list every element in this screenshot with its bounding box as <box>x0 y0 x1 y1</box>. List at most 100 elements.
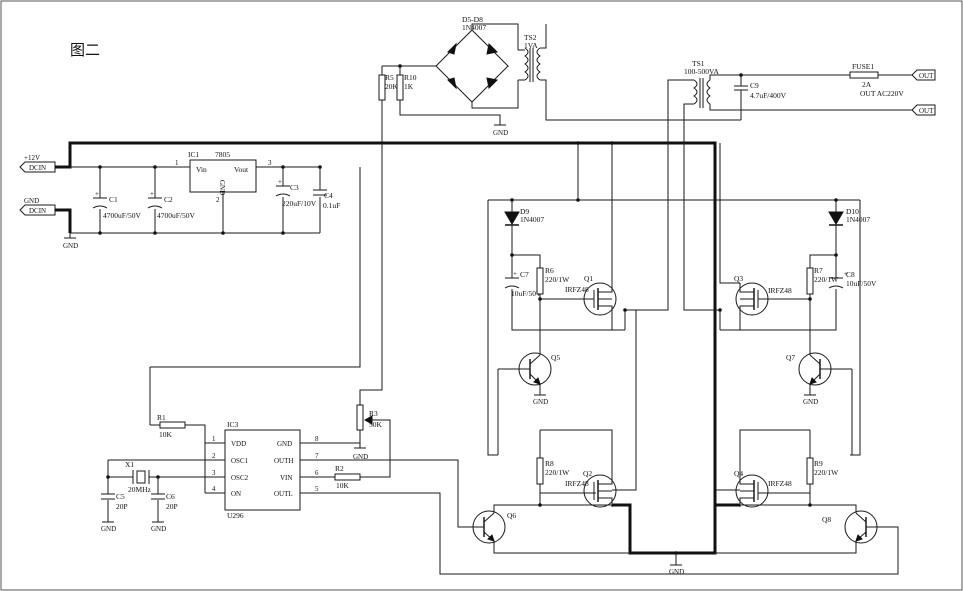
mosfet-q4: Q4 IRFZ48 <box>734 469 792 508</box>
svg-text:C5: C5 <box>116 492 125 501</box>
svg-text:C6: C6 <box>166 492 175 501</box>
svg-text:7805: 7805 <box>215 150 230 159</box>
svg-text:IRFZ48: IRFZ48 <box>768 479 792 488</box>
diode-d9: D9 1N4007 <box>504 207 544 226</box>
svg-text:C4: C4 <box>324 191 333 200</box>
svg-text:R5: R5 <box>385 73 394 82</box>
svg-text:X1: X1 <box>125 460 134 469</box>
svg-text:U296: U296 <box>227 511 244 520</box>
svg-text:20P: 20P <box>166 502 178 511</box>
gnd-symbol-c6 <box>151 516 165 523</box>
capacitor-c4: C4 0.1uF <box>313 189 340 210</box>
svg-text:7: 7 <box>315 452 319 460</box>
svg-text:+: + <box>844 270 848 278</box>
resistor-r10: R10 1K <box>396 73 417 101</box>
svg-text:20P: 20P <box>116 502 128 511</box>
svg-text:OSC2: OSC2 <box>231 474 249 482</box>
junction-dots <box>98 64 838 555</box>
svg-text:3: 3 <box>212 469 216 477</box>
svg-text:Q2: Q2 <box>583 469 592 478</box>
svg-text:Q1: Q1 <box>584 274 593 283</box>
gnd-symbol-r3 <box>353 442 367 449</box>
svg-text:1N4007: 1N4007 <box>520 215 544 224</box>
svg-text:GND: GND <box>533 398 548 406</box>
svg-text:R8: R8 <box>545 459 554 468</box>
svg-text:R2: R2 <box>335 464 344 473</box>
svg-text:R3: R3 <box>369 409 378 418</box>
svg-text:100-500VA: 100-500VA <box>684 67 719 76</box>
svg-text:10uF/50V: 10uF/50V <box>511 289 542 298</box>
port-out-1: OUT <box>911 69 936 81</box>
port-dcin-positive: +12V DCIN <box>19 154 56 173</box>
svg-text:20MHz: 20MHz <box>128 485 152 494</box>
svg-text:OSC1: OSC1 <box>231 457 249 465</box>
capacitor-c6: C6 20P <box>151 492 178 511</box>
port-out-2: OUT <box>911 104 936 116</box>
svg-text:10K: 10K <box>159 430 173 439</box>
svg-text:OUTL: OUTL <box>274 490 293 498</box>
svg-text:TS2: TS2 <box>524 33 537 42</box>
potentiometer-r3: R3 50K <box>356 404 383 431</box>
output-label: OUT AC220V <box>860 89 904 98</box>
svg-text:DCIN: DCIN <box>29 207 46 215</box>
svg-text:R9: R9 <box>814 459 823 468</box>
resistor-r6: R6 220/1W <box>536 266 570 295</box>
svg-text:GND: GND <box>803 398 818 406</box>
svg-text:1: 1 <box>175 159 179 167</box>
gnd-symbol-q5 <box>533 389 547 396</box>
svg-text:D5-D8: D5-D8 <box>462 15 483 24</box>
svg-text:220/1W: 220/1W <box>814 275 839 284</box>
svg-text:4.7uF/400V: 4.7uF/400V <box>750 91 787 100</box>
regulator-ic1: IC1 7805 Vin Vout GND 1 3 2 <box>175 150 272 204</box>
resistor-r8: R8 220/1W <box>536 457 570 485</box>
svg-text:VIN: VIN <box>280 474 292 482</box>
gnd-symbol-input <box>63 232 77 239</box>
svg-text:2: 2 <box>216 196 220 204</box>
svg-text:0.1uF: 0.1uF <box>323 201 340 210</box>
ic3-right-pins: 8 GND 7 OUTH 6 VIN 5 OUTL <box>274 435 319 498</box>
svg-text:+: + <box>95 190 99 198</box>
svg-text:DCIN: DCIN <box>29 164 46 172</box>
svg-text:8: 8 <box>315 435 319 443</box>
svg-text:Q8: Q8 <box>822 515 831 524</box>
svg-text:+12V: +12V <box>24 154 40 162</box>
svg-text:R6: R6 <box>545 266 554 275</box>
diode-d10: D10 1N4007 <box>828 207 870 226</box>
svg-text:GND: GND <box>24 197 39 205</box>
svg-text:C8: C8 <box>846 270 855 279</box>
transformer-ts1: TS1 100-500VA <box>684 59 719 108</box>
capacitor-c2: + C2 4700uF/50V <box>147 190 196 220</box>
svg-text:220uF/10V: 220uF/10V <box>282 199 317 208</box>
svg-text:FUSE1: FUSE1 <box>852 62 874 71</box>
mosfet-q1: Q1 IRFZ48 <box>565 274 617 316</box>
resistor-r5: R5 20K <box>378 73 399 101</box>
svg-text:Vin: Vin <box>196 165 207 174</box>
svg-text:R10: R10 <box>404 73 417 82</box>
mosfet-q2: Q2 IRFZ48 <box>565 469 617 508</box>
svg-text:1: 1 <box>212 435 216 443</box>
capacitor-c9: C9 4.7uF/400V <box>734 81 787 100</box>
svg-text:OUT: OUT <box>919 107 934 115</box>
svg-text:IRFZ48: IRFZ48 <box>565 285 589 294</box>
capacitor-c3: + C3 220uF/10V <box>275 178 317 208</box>
svg-text:IRFZ48: IRFZ48 <box>768 286 792 295</box>
svg-text:R7: R7 <box>814 266 823 275</box>
transformer-ts2: TS2 1VA <box>524 33 541 82</box>
svg-text:TS1: TS1 <box>692 59 705 68</box>
gnd-symbol-q7 <box>803 389 817 396</box>
svg-text:GND: GND <box>669 568 684 576</box>
svg-text:Q6: Q6 <box>507 511 516 520</box>
svg-text:1K: 1K <box>404 82 414 91</box>
svg-text:Q7: Q7 <box>786 353 795 362</box>
resistor-r1: R1 10K <box>157 413 186 439</box>
capacitor-c8: + C8 10uF/50V <box>828 270 877 289</box>
svg-text:5: 5 <box>315 485 319 493</box>
svg-text:4: 4 <box>212 485 216 493</box>
svg-text:Q5: Q5 <box>551 353 560 362</box>
capacitor-c1: + C1 4700uF/50V <box>92 190 142 220</box>
svg-text:2A: 2A <box>862 80 872 89</box>
svg-text:C9: C9 <box>750 81 759 90</box>
svg-text:GND: GND <box>63 242 78 250</box>
